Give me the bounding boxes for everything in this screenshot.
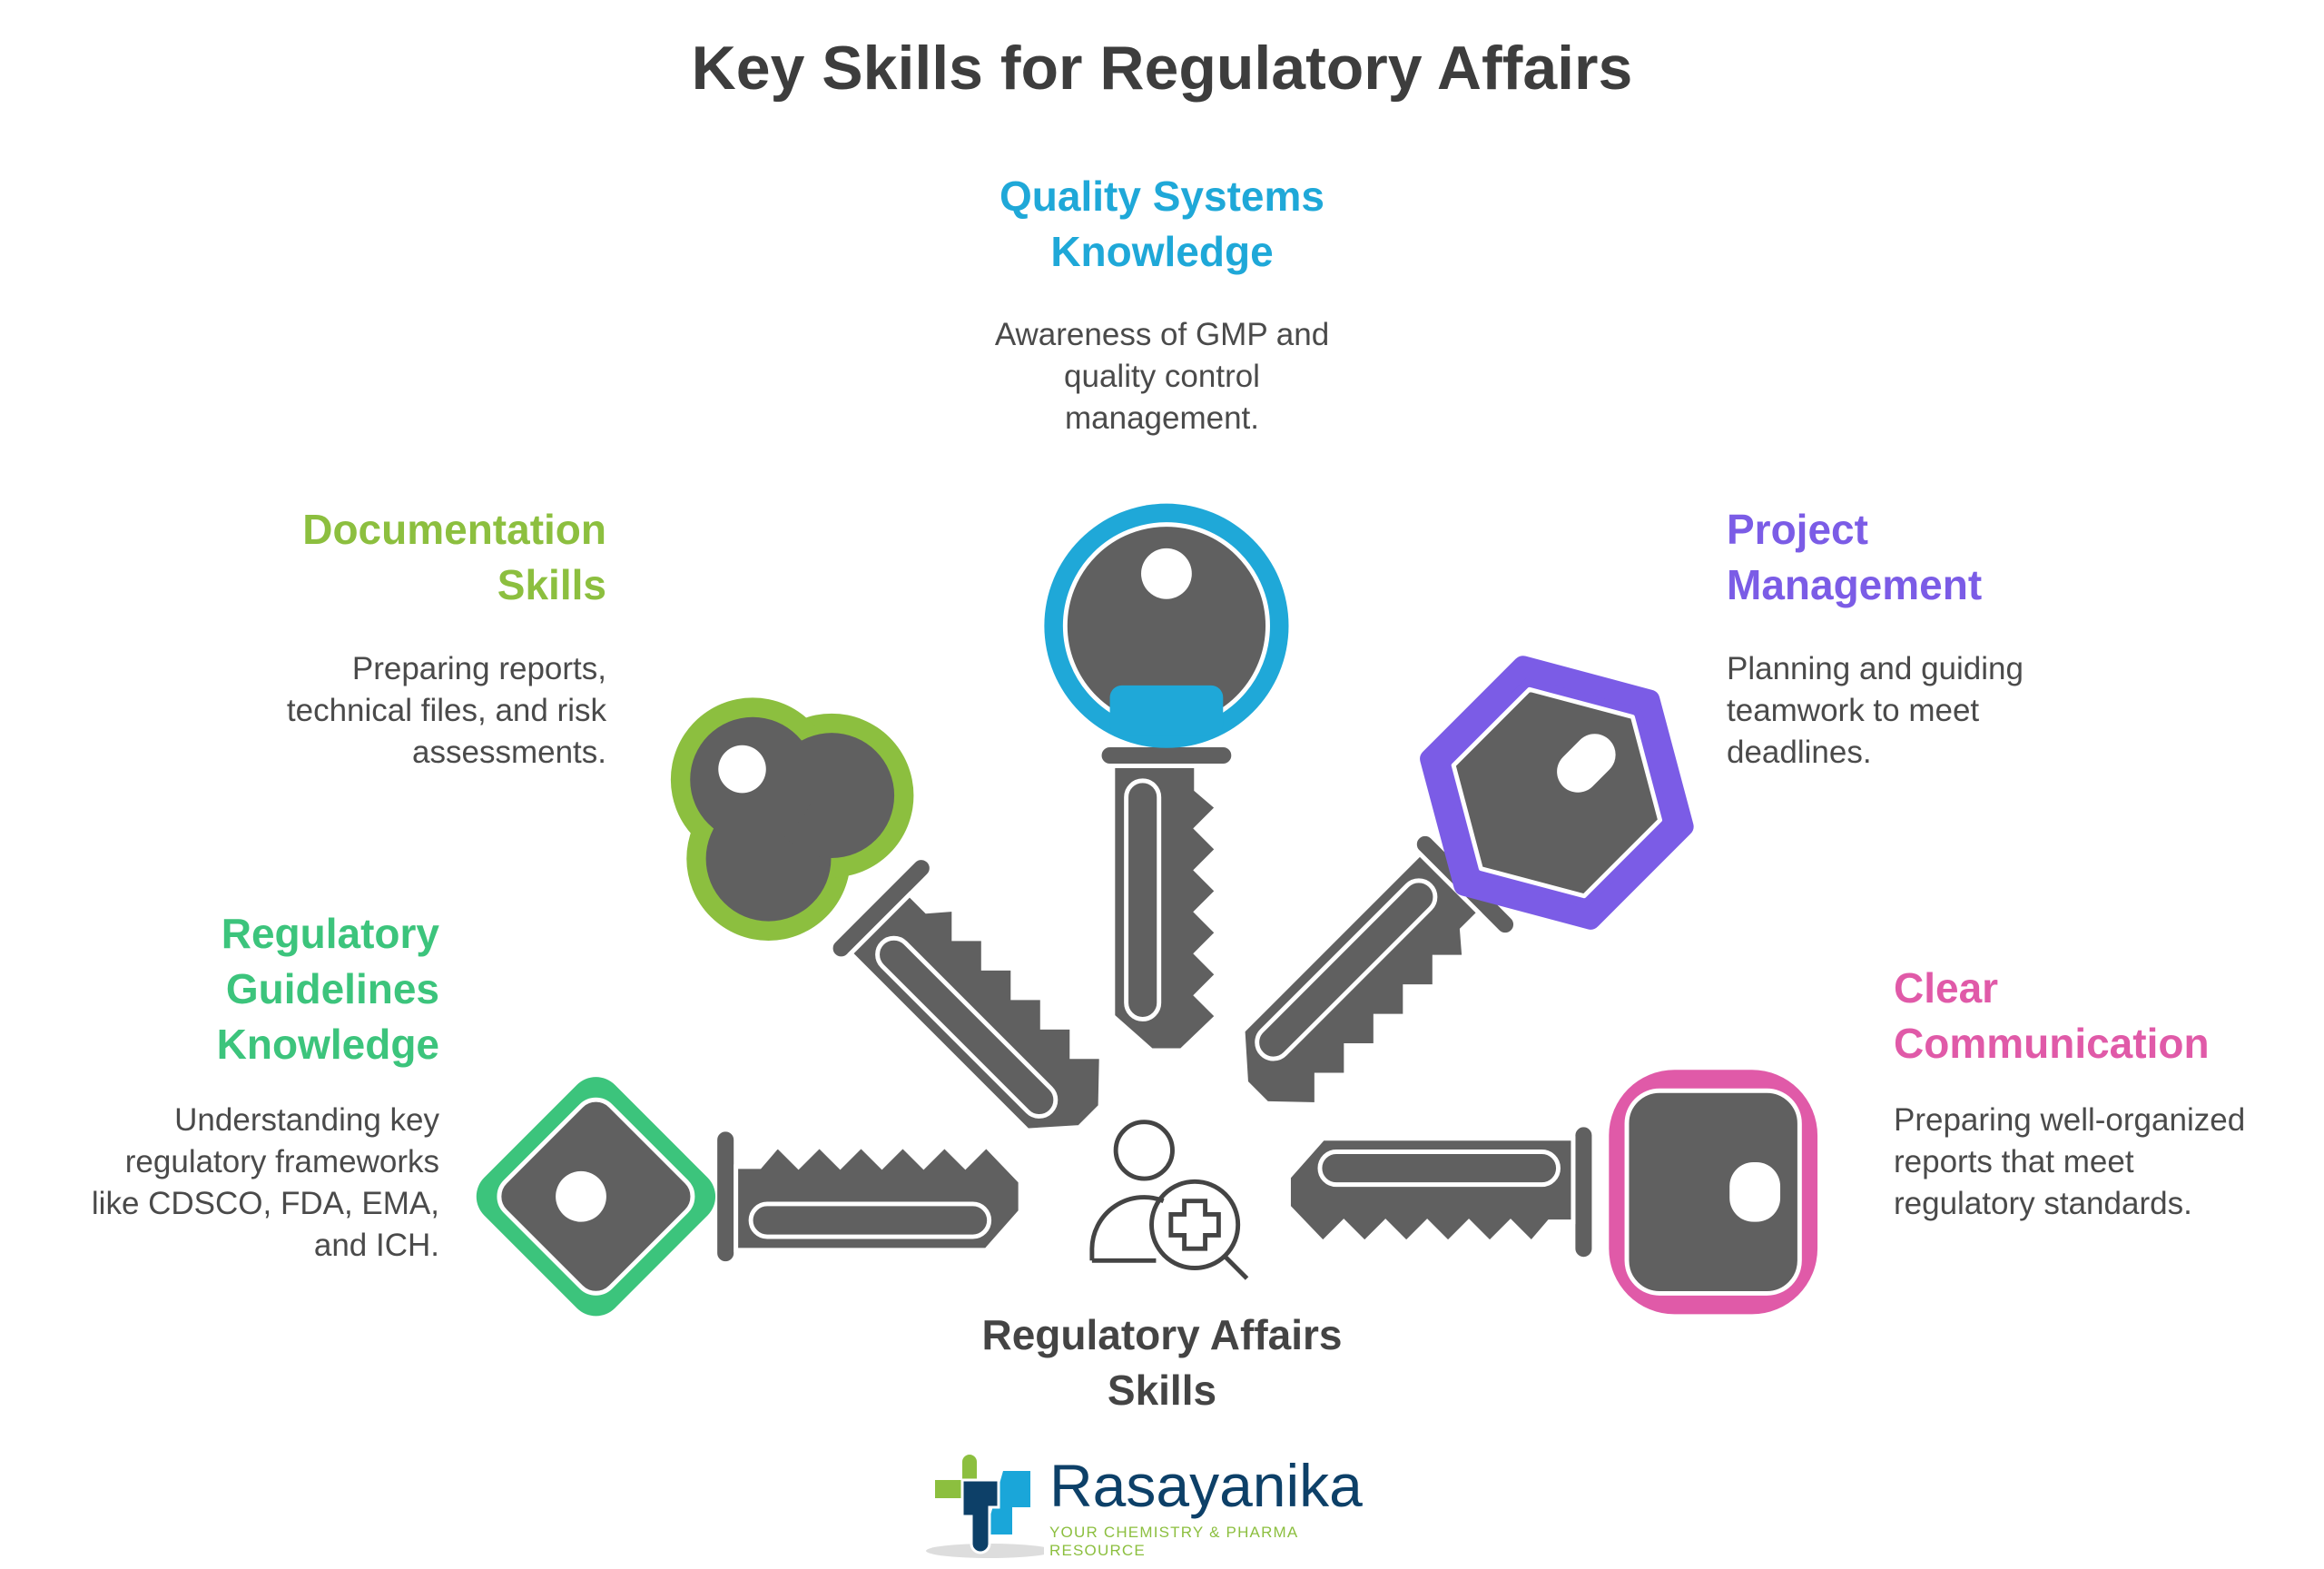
page-title: Key Skills for Regulatory Affairs: [691, 34, 1633, 103]
communication-key: [1288, 1070, 1818, 1315]
regulatory-description: Understanding key regulatory frameworks …: [91, 1102, 439, 1263]
logo-name: Rasayanika: [1049, 1452, 1363, 1519]
project-key: [1177, 656, 1694, 1173]
quality-description: Awareness of GMP and quality control man…: [994, 317, 1330, 436]
logo-mark: [926, 1455, 1053, 1558]
documentation-key: [670, 697, 1179, 1206]
regulatory-title: Regulatory Guidelines Knowledge: [216, 910, 439, 1068]
logo-tagline: YOUR CHEMISTRY & PHARMA RESOURCE: [1049, 1524, 1298, 1559]
project-title: Project Management: [1727, 506, 1983, 608]
person-search-medical-icon: [1089, 1120, 1249, 1280]
project-description: Planning and guiding teamwork to meet de…: [1727, 651, 2024, 770]
rasayanika-logo: Rasayanika YOUR CHEMISTRY & PHARMA RESOU…: [926, 1444, 1363, 1562]
documentation-title: Documentation Skills: [302, 506, 606, 608]
regulatory-key: [476, 1077, 1021, 1317]
quality-title: Quality Systems Knowledge: [1000, 173, 1324, 275]
center-label: Regulatory Affairs Skills: [981, 1311, 1343, 1414]
quality-key: [1044, 503, 1289, 1051]
documentation-description: Preparing reports, technical files, and …: [286, 651, 606, 770]
communication-title: Clear Communication: [1894, 964, 2210, 1067]
communication-description: Preparing well-organized reports that me…: [1894, 1102, 2246, 1221]
